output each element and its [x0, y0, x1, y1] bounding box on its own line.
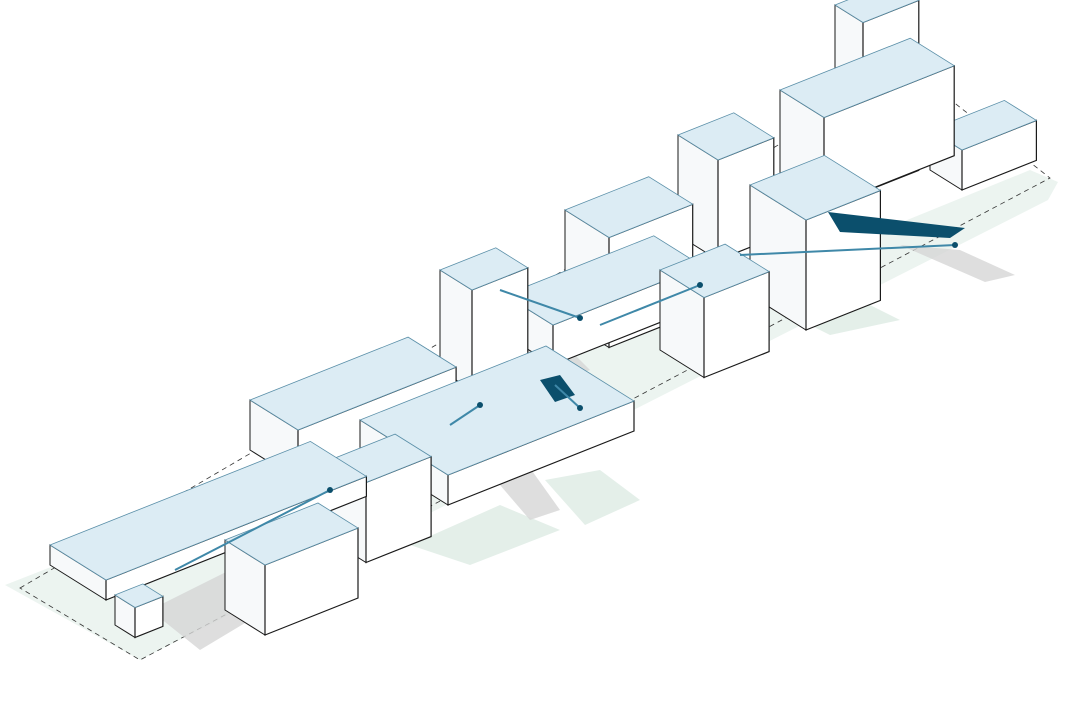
building-roof — [49, 440, 368, 581]
shadow — [900, 245, 1015, 282]
arrow-head-icon — [327, 487, 333, 493]
building-roof — [114, 583, 164, 608]
ground-patch — [410, 505, 560, 565]
circulation-path — [449, 404, 481, 426]
building-roof — [439, 247, 529, 291]
building-roof — [249, 336, 457, 431]
arrow-head-icon — [477, 402, 483, 408]
ground-patch — [545, 470, 640, 525]
building — [659, 243, 770, 379]
arrow-head-icon — [577, 405, 583, 411]
building-roof — [677, 112, 775, 161]
building-roof — [834, 0, 920, 23]
circulation-path — [554, 384, 581, 409]
ground-patch — [800, 300, 900, 335]
circulation-path — [739, 244, 956, 256]
building — [114, 583, 164, 639]
building — [224, 502, 359, 636]
building-roof — [224, 502, 359, 566]
building-roof — [779, 37, 956, 118]
circulation-path — [599, 284, 701, 326]
circulation-path — [174, 489, 331, 571]
building — [779, 37, 956, 209]
arrow-head-icon — [577, 315, 583, 321]
stepped-seating — [828, 212, 965, 238]
building-roof — [564, 176, 694, 238]
accent-layer — [174, 212, 965, 571]
building-roof — [749, 154, 882, 221]
arrow-head-icon — [952, 242, 958, 248]
circulation-path — [499, 289, 581, 319]
arrow-head-icon — [697, 282, 703, 288]
